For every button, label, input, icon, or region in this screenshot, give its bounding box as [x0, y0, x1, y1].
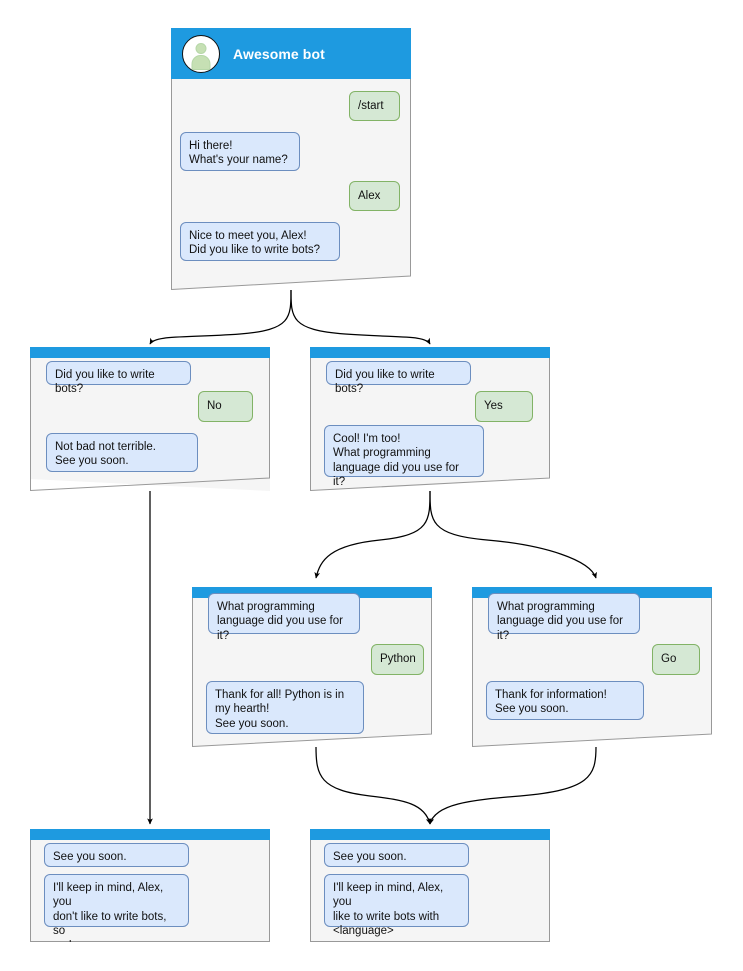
card-end-sad-content: See you soon. I'll keep in mind, Alex, y…: [30, 829, 270, 942]
connector-python-to-end: [315, 746, 432, 825]
person-avatar-icon: [182, 34, 220, 73]
connector-yes-to-python: [314, 490, 431, 579]
card-root-content: Awesome bot /start Hi there! What's your…: [171, 28, 411, 290]
message-bubble-bot[interactable]: Hi there! What's your name?: [180, 132, 300, 171]
message-bubble-bot[interactable]: Did you like to write bots?: [46, 361, 191, 395]
card-end-happy-content: See you soon. I'll keep in mind, Alex, y…: [310, 829, 550, 942]
message-bubble-user[interactable]: No: [198, 391, 253, 422]
message-bubble-bot[interactable]: What programming language did you use fo…: [208, 593, 360, 642]
message-bubble-bot[interactable]: Thank for information! See you soon.: [486, 681, 644, 720]
card-titlebar: [310, 347, 550, 358]
connector-go-to-end: [428, 746, 597, 825]
card-titlebar: [192, 587, 432, 598]
message-bubble-bot[interactable]: See you soon.: [44, 843, 189, 867]
message-bubble-user[interactable]: Python: [371, 644, 424, 675]
card-no-branch-content: Did you like to write bots? No Not bad n…: [30, 347, 270, 491]
bot-title: Awesome bot: [233, 45, 325, 62]
card-python-branch[interactable]: What programming language did you use fo…: [192, 587, 432, 747]
avatar-body: [191, 54, 211, 70]
message-bubble-bot[interactable]: Thank for all! Python is in my hearth! S…: [206, 681, 364, 734]
message-bubble-bot[interactable]: Did you like to write bots?: [326, 361, 471, 395]
connector-root-to-no: [149, 289, 292, 345]
card-go-branch-content: What programming language did you use fo…: [472, 587, 712, 747]
card-python-branch-content: What programming language did you use fo…: [192, 587, 432, 747]
card-root-titlebar: Awesome bot: [171, 28, 411, 79]
message-bubble-bot[interactable]: See you soon.: [324, 843, 469, 867]
message-bubble-bot[interactable]: What programming language did you use fo…: [488, 593, 640, 642]
message-bubble-user[interactable]: Alex: [349, 181, 400, 211]
card-titlebar: [310, 829, 550, 840]
message-bubble-bot[interactable]: Cool! I'm too! What programming language…: [324, 425, 484, 488]
avatar-head: [195, 42, 207, 54]
message-bubble-bot[interactable]: I'll keep in mind, Alex, you don't like …: [44, 874, 189, 942]
connector-yes-to-go: [429, 490, 597, 579]
card-titlebar: [472, 587, 712, 598]
card-titlebar: [30, 829, 270, 840]
card-titlebar: [30, 347, 270, 358]
card-no-branch[interactable]: Did you like to write bots? No Not bad n…: [30, 347, 270, 491]
card-root[interactable]: Awesome bot /start Hi there! What's your…: [171, 28, 411, 290]
message-bubble-user[interactable]: /start: [349, 91, 400, 121]
message-bubble-user[interactable]: Go: [652, 644, 700, 675]
message-bubble-bot[interactable]: I'll keep in mind, Alex, you like to wri…: [324, 874, 469, 937]
card-end-happy[interactable]: See you soon. I'll keep in mind, Alex, y…: [310, 829, 550, 942]
message-bubble-bot[interactable]: Not bad not terrible. See you soon.: [46, 433, 198, 472]
card-yes-branch[interactable]: Did you like to write bots? Yes Cool! I'…: [310, 347, 550, 491]
message-bubble-user[interactable]: Yes: [475, 391, 533, 422]
card-yes-branch-content: Did you like to write bots? Yes Cool! I'…: [310, 347, 550, 491]
card-go-branch[interactable]: What programming language did you use fo…: [472, 587, 712, 747]
card-end-sad[interactable]: See you soon. I'll keep in mind, Alex, y…: [30, 829, 270, 942]
message-bubble-bot[interactable]: Nice to meet you, Alex! Did you like to …: [180, 222, 340, 261]
connector-root-to-yes: [290, 289, 431, 345]
